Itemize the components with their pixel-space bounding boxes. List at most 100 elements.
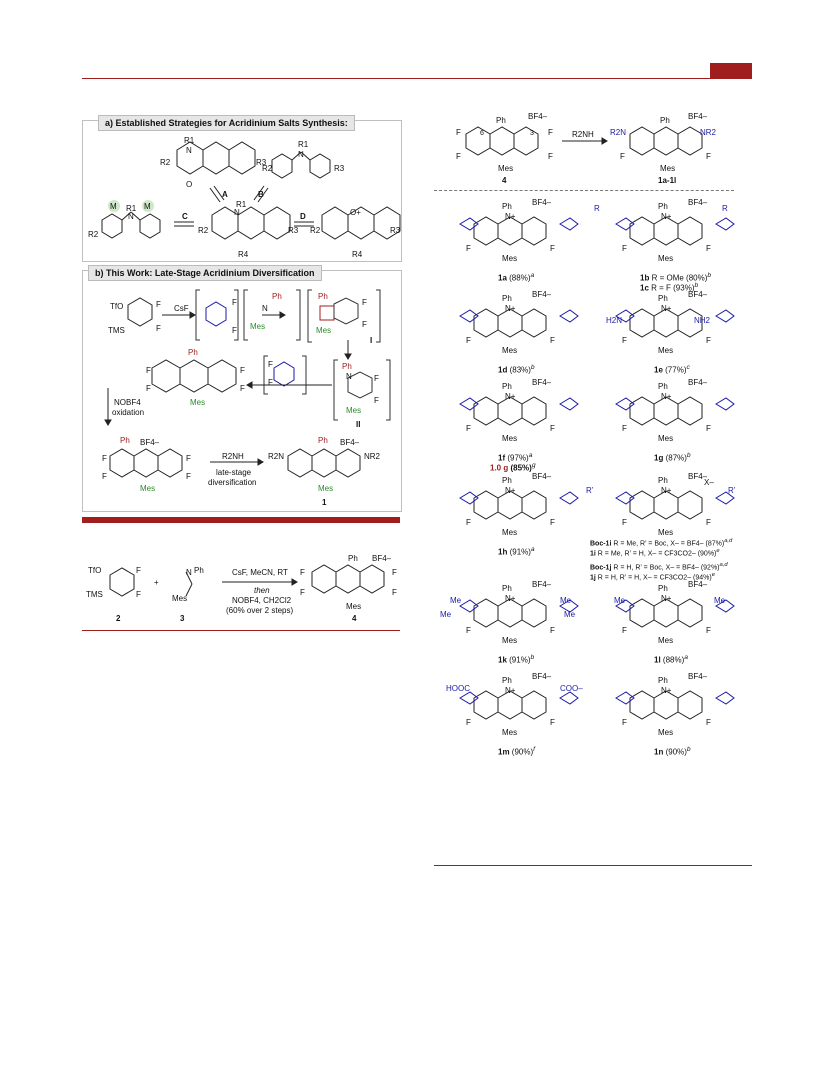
- 1k-Me-4: Me: [564, 610, 576, 619]
- xanthylium-structure: [321, 206, 401, 240]
- f-right-label-1m: F: [550, 718, 555, 727]
- imine-bracket-structure: [243, 289, 301, 341]
- 1i-Rp-left: R’: [586, 486, 594, 495]
- hdr4-pos3: 3: [530, 130, 534, 137]
- ph-label-1m: Ph: [502, 676, 512, 685]
- scheme-bottom-rule: [82, 630, 400, 631]
- amine-ring-1d-0: [459, 309, 479, 323]
- amine-ring-1n-1: [715, 691, 735, 705]
- label-3: 3: [180, 614, 185, 623]
- header-arrow: [562, 137, 608, 145]
- n-label-1d: N+: [505, 304, 516, 313]
- amine-ring-1ij-1: [715, 491, 735, 505]
- intermediate-II-label: II: [356, 420, 361, 429]
- synthesis-scheme: [109, 564, 385, 597]
- diarylamine-structure: [271, 151, 331, 179]
- f-right-label-1h: F: [550, 518, 555, 527]
- dha-F4: F: [240, 384, 245, 393]
- ph-label-1d: Ph: [502, 294, 512, 303]
- amine-ring-1n-0: [615, 691, 635, 705]
- r2nh-label: R2NH: [222, 452, 244, 461]
- s2-TfO: TfO: [88, 566, 102, 575]
- metal-highlight-right: [142, 200, 154, 212]
- panel-b-arrows: [104, 311, 352, 466]
- mes-label-1n: Mes: [658, 728, 673, 737]
- label-4: 4: [352, 614, 357, 623]
- hdr1-BF4: BF4–: [688, 112, 708, 121]
- caption-1m: 1m (90%)f: [498, 746, 535, 757]
- azetidine-Mes: Mes: [316, 326, 332, 335]
- amine-R1: R1: [298, 140, 309, 149]
- caption-1h: 1h (91%)a: [498, 546, 535, 557]
- 1l-Me-right: Me: [714, 596, 726, 605]
- reagent-line-2: then: [254, 586, 270, 595]
- dha-F1: F: [146, 366, 151, 375]
- s3-N: N: [186, 568, 192, 577]
- counterion-label-1a: BF4–: [532, 198, 552, 207]
- f-right-label-1d: F: [550, 336, 555, 345]
- ph-label-1e: Ph: [658, 294, 668, 303]
- n-label-1l: N+: [661, 594, 672, 603]
- amine-ring-1k-0: [459, 599, 479, 613]
- acridinium-N: N: [234, 208, 240, 217]
- s4-BF4: BF4–: [372, 554, 392, 563]
- ii-F2: F: [374, 396, 379, 405]
- acridinium-R3: R3: [288, 226, 299, 235]
- counterion-label-1d: BF4–: [532, 290, 552, 299]
- hdr4-F4: F: [548, 152, 553, 161]
- header-4-structure: [465, 126, 539, 156]
- f-right-label-1a: F: [550, 244, 555, 253]
- counterion-label-1bc: BF4–: [688, 198, 708, 207]
- n-label-1e: N+: [661, 304, 672, 313]
- caption-1l: 1l (88%)a: [654, 654, 688, 665]
- hdr4-F2: F: [456, 152, 461, 161]
- hdr1-label: 1a-1l: [658, 176, 677, 185]
- amine-ring-1g-1: [715, 397, 735, 411]
- header-rule: [82, 78, 752, 79]
- diversification-label: diversification: [208, 478, 257, 487]
- compound-1-label: 1: [322, 498, 327, 507]
- caption-boc-1i: Boc-1i R = Me, R’ = Boc, X– = BF4– (87%)…: [590, 538, 733, 548]
- 1i-X: X–: [704, 478, 714, 487]
- mes-label-1d: Mes: [502, 346, 517, 355]
- acr4-Mes: Mes: [140, 484, 156, 493]
- aryne-F2: F: [232, 326, 237, 335]
- s4-F4: F: [392, 588, 397, 597]
- n-label-1k: N+: [505, 594, 516, 603]
- page-corner-tab: [710, 63, 752, 78]
- mes-label-1a: Mes: [502, 254, 517, 263]
- f-left-label-1ij: F: [622, 518, 627, 527]
- hdr4-BF4: BF4–: [528, 112, 548, 121]
- 1k-Me-3: Me: [560, 596, 572, 605]
- dha-Mes: Mes: [190, 398, 206, 407]
- n-label-1bc: N+: [661, 212, 672, 221]
- s2-F1: F: [136, 566, 141, 575]
- aryne2-F2: F: [268, 378, 273, 387]
- acr4-F1: F: [102, 454, 107, 463]
- counterion-label-1f: BF4–: [532, 378, 552, 387]
- precursor-TMS: TMS: [108, 326, 125, 335]
- ph-label-1f: Ph: [502, 382, 512, 391]
- oxidation-label: oxidation: [112, 408, 145, 417]
- mes-label-1f: Mes: [502, 434, 517, 443]
- nobf4-label: NOBF4: [114, 398, 141, 407]
- amine-ring-1a-1: [559, 217, 579, 231]
- hdr-reagent: R2NH: [572, 130, 594, 139]
- acridinium-R2: R2: [198, 226, 209, 235]
- xanthylium-R3: R3: [390, 226, 401, 235]
- right-header-scheme: [465, 126, 703, 156]
- acr1-Mes: Mes: [318, 484, 334, 493]
- amine-ring-1f-0: [459, 397, 479, 411]
- acr4-F4: F: [186, 472, 191, 481]
- caption-1b: 1b R = OMe (80%)b: [640, 272, 712, 283]
- 1k-Me-2: Me: [440, 610, 452, 619]
- hdr4-label: 4: [502, 176, 507, 185]
- amine-ring-1m-0: [459, 691, 479, 705]
- s2-F2: F: [136, 590, 141, 599]
- precursor-F2: F: [156, 324, 161, 333]
- amine-ring-1bc-0: [615, 217, 635, 231]
